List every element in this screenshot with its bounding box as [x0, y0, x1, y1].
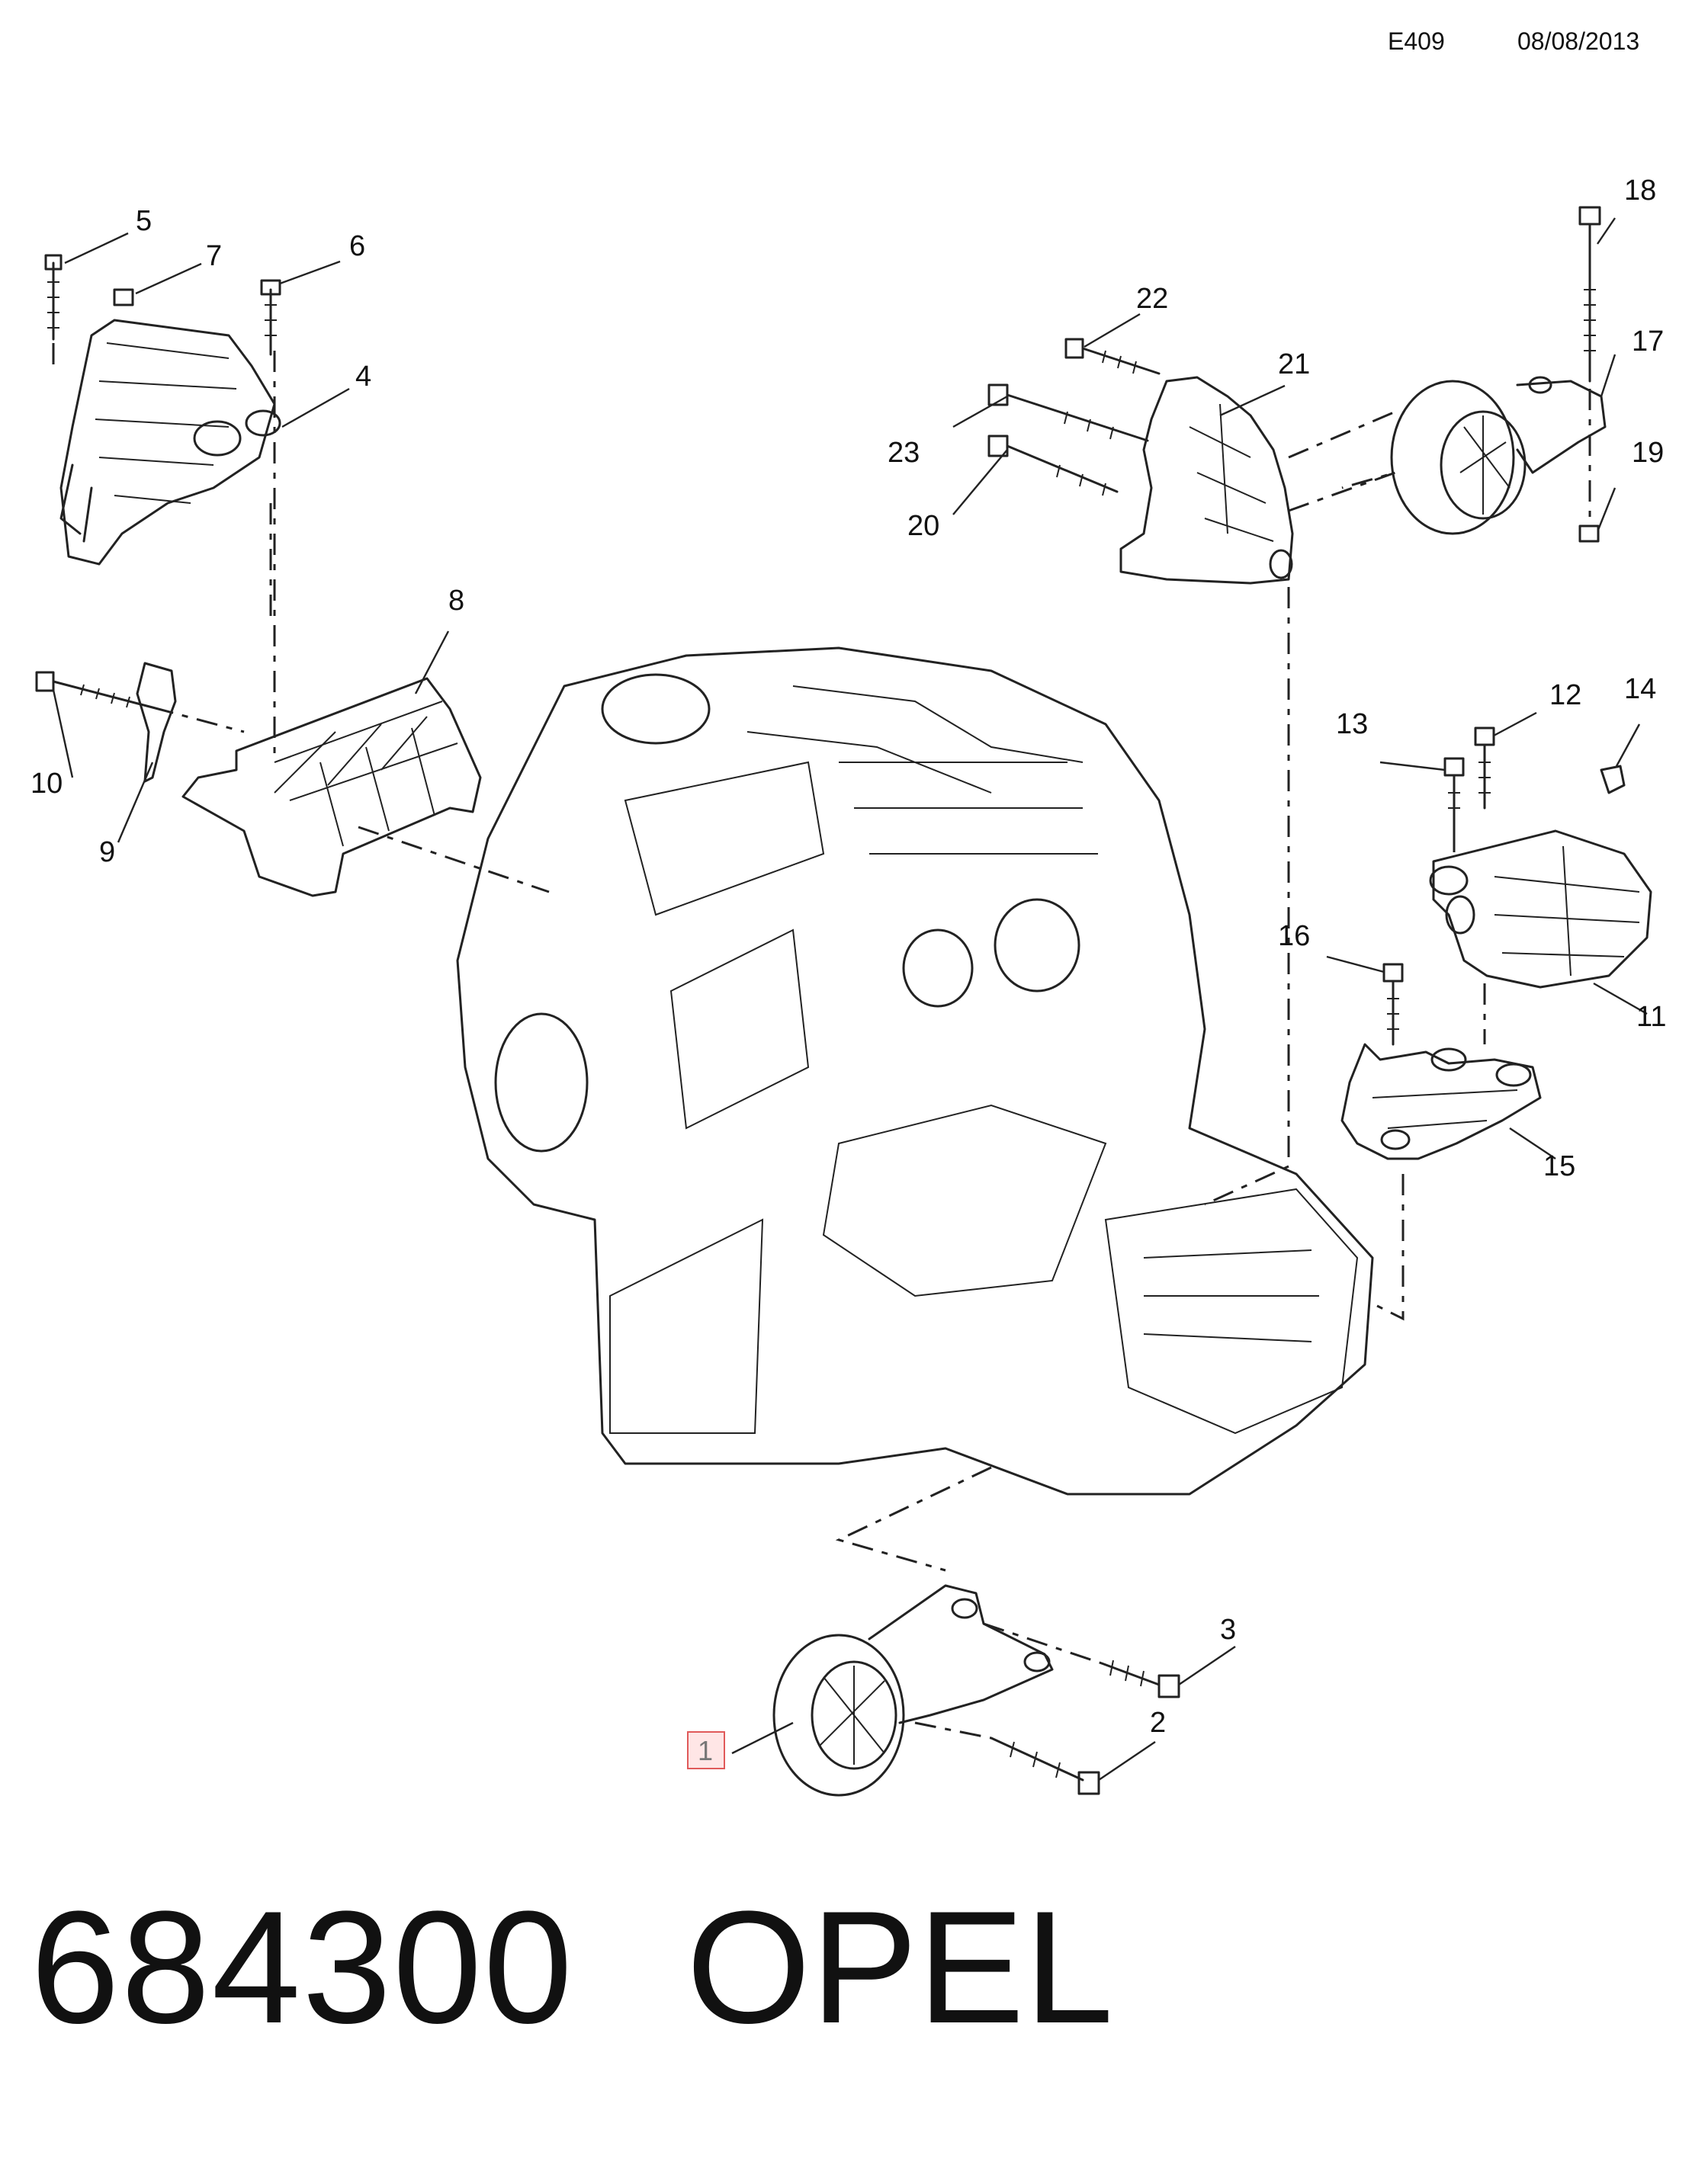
part-number: 684300 [30, 1878, 574, 2057]
callout-14: 14 [1624, 673, 1656, 705]
callout-17: 17 [1632, 326, 1664, 358]
mount-15[interactable] [1340, 1043, 1542, 1160]
assembly-line-mount11 [1453, 831, 1486, 1044]
assembly-line-mount15 [1372, 1174, 1405, 1321]
callouts: 5 7 6 4 8 10 9 22 21 18 17 23 20 19 13 1… [30, 175, 1666, 1739]
callout-13: 13 [1336, 708, 1368, 740]
assembly-line-bolt10 [152, 706, 245, 733]
assembly-line-mount17 [1288, 410, 1396, 512]
callout-20: 20 [907, 510, 939, 542]
leader-lines [52, 217, 1648, 1781]
bracket-21[interactable] [1119, 376, 1294, 585]
callout-1-highlight[interactable]: 1 [687, 1731, 725, 1769]
bolt-5[interactable] [44, 254, 63, 341]
bolt-23[interactable] [987, 383, 1149, 442]
clip-14[interactable] [1600, 765, 1626, 794]
bolt-22[interactable] [1064, 338, 1161, 375]
assembly-line-bracket8 [358, 826, 550, 893]
diagram-date: 08/08/2013 [1517, 27, 1640, 55]
assembly-line-bottom [835, 1466, 992, 1572]
bolt-3[interactable] [1100, 1660, 1180, 1698]
callout-22: 22 [1136, 283, 1168, 315]
assembly-line-left [52, 343, 276, 755]
bolt-16[interactable] [1382, 963, 1404, 1046]
diagram-code: E409 [1388, 27, 1445, 55]
callout-3: 3 [1220, 1614, 1236, 1646]
callout-23: 23 [888, 437, 920, 469]
callout-2: 2 [1150, 1707, 1166, 1739]
engine-mount-4[interactable] [59, 319, 281, 566]
callout-18: 18 [1624, 175, 1656, 207]
bolt-18[interactable] [1578, 206, 1601, 383]
bolt-13[interactable] [1443, 757, 1465, 832]
nut-7[interactable] [113, 288, 134, 306]
mount-1[interactable] [772, 1584, 1054, 1797]
callout-1: 1 [698, 1735, 713, 1766]
bolt-20[interactable] [987, 435, 1119, 496]
bolt-12[interactable] [1474, 726, 1495, 810]
callout-10: 10 [30, 768, 63, 800]
brand-name: OPEL [686, 1878, 1114, 2057]
callout-9: 9 [99, 836, 115, 868]
bolt-2[interactable] [990, 1737, 1100, 1795]
mount-11[interactable] [1429, 829, 1652, 989]
callout-4: 4 [355, 361, 371, 393]
engine-transmission-assembly [456, 646, 1374, 1496]
callout-6: 6 [349, 230, 365, 262]
nut-19[interactable] [1578, 524, 1600, 543]
bolt-10[interactable] [35, 671, 154, 709]
callout-12: 12 [1549, 679, 1581, 711]
callout-21: 21 [1278, 348, 1310, 380]
mount-17[interactable] [1390, 376, 1607, 535]
callout-16: 16 [1278, 920, 1310, 952]
callout-11: 11 [1636, 1001, 1666, 1033]
callout-5: 5 [136, 205, 152, 237]
assembly-line-right-vertical [1204, 587, 1290, 1206]
bracket-8[interactable] [181, 677, 482, 897]
callout-15: 15 [1543, 1150, 1575, 1182]
bolt-6[interactable] [260, 279, 281, 356]
callout-7: 7 [206, 240, 222, 272]
callout-19: 19 [1632, 437, 1664, 469]
callout-8: 8 [448, 585, 464, 617]
plate-9[interactable] [136, 662, 177, 783]
assembly-line-bolts-bottom [914, 1622, 1103, 1740]
